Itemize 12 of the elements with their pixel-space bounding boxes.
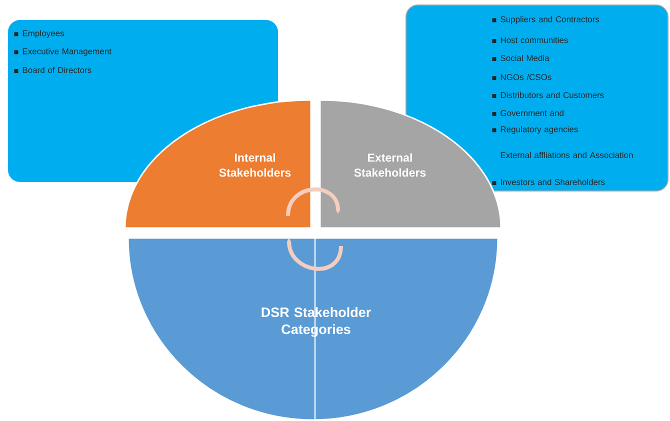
curved-arrow (286, 188, 340, 216)
list-item: Social Media (492, 54, 550, 62)
list-item: Host communities (492, 36, 568, 44)
list-item: Board of Directors (14, 66, 92, 74)
list-item: Distributors and Customers (492, 92, 604, 98)
quarter-segment: Internal Stakeholders (124, 99, 312, 229)
quarter-segment: External Stakeholders (319, 99, 502, 229)
list-item: External affliations and Association (500, 152, 633, 158)
list-item: Executive Management (14, 48, 112, 56)
list-item: Employees (14, 30, 64, 38)
list-item: NGOs /CSOs (492, 74, 552, 80)
list-item: Suppliers and Contractors (492, 16, 600, 24)
